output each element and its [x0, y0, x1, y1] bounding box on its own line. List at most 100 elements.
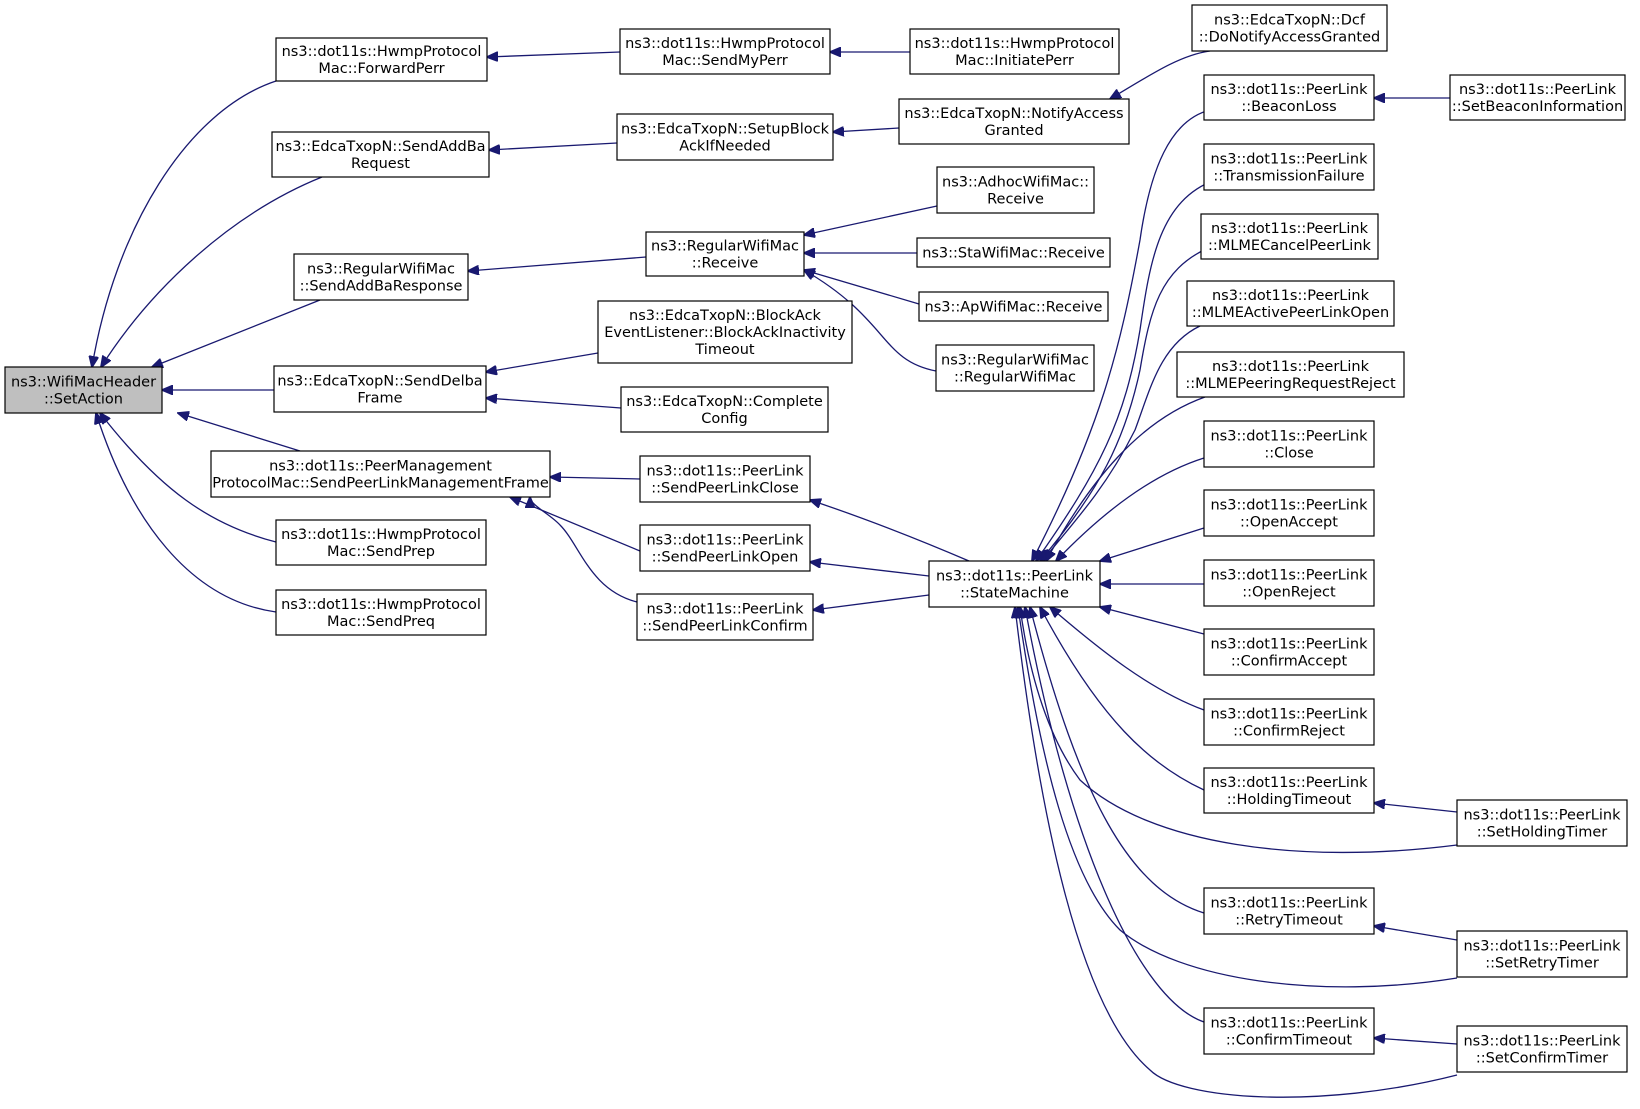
edge-n18-n10 — [804, 205, 938, 235]
node-label-line: ::OpenAccept — [1240, 515, 1338, 531]
node-label-line: ns3::dot11s::PeerLink — [1210, 1016, 1368, 1032]
graph-node-n27[interactable]: ns3::dot11s::PeerLink::MLMEActivePeerLin… — [1186, 280, 1395, 327]
node-label-line: ns3::RegularWifiMac — [941, 353, 1089, 369]
graph-node-n38[interactable]: ns3::dot11s::PeerLink::SetHoldingTimer — [1456, 799, 1628, 847]
graph-node-n24[interactable]: ns3::dot11s::PeerLink::BeaconLoss — [1203, 74, 1375, 121]
graph-node-n34[interactable]: ns3::dot11s::PeerLink::HoldingTimeout — [1203, 767, 1375, 814]
node-label-line: ::RegularWifiMac — [954, 370, 1076, 386]
edge-n22-n14 — [810, 562, 930, 577]
graph-node-n33[interactable]: ns3::dot11s::PeerLink::ConfirmReject — [1203, 698, 1375, 746]
node-box — [1203, 887, 1375, 935]
graph-node-n40[interactable]: ns3::dot11s::PeerLink::SetConfirmTimer — [1456, 1025, 1628, 1073]
graph-node-n30[interactable]: ns3::dot11s::PeerLink::OpenAccept — [1203, 489, 1375, 537]
node-label-line: ::SendPeerLinkConfirm — [642, 619, 807, 635]
node-box — [639, 524, 811, 572]
graph-node-n17[interactable]: ns3::EdcaTxopN::NotifyAccessGranted — [898, 98, 1130, 145]
node-box — [275, 519, 487, 566]
edge-n39-n22 — [1018, 607, 1458, 988]
graph-node-n14[interactable]: ns3::dot11s::PeerLink::SendPeerLinkOpen — [639, 524, 811, 572]
node-label-line: Mac::InitiatePerr — [955, 53, 1074, 69]
graph-node-n0[interactable]: ns3::WifiMacHeader::SetAction — [4, 366, 163, 414]
graph-node-n10[interactable]: ns3::RegularWifiMac::Receive — [645, 231, 805, 277]
edge-n27-n22 — [1042, 325, 1201, 561]
graph-node-n31[interactable]: ns3::dot11s::PeerLink::OpenReject — [1203, 559, 1375, 607]
graph-node-n29[interactable]: ns3::dot11s::PeerLink::Close — [1203, 420, 1375, 468]
edge-n24-n22 — [1032, 109, 1211, 561]
graph-node-n26[interactable]: ns3::dot11s::PeerLink::MLMECancelPeerLin… — [1200, 213, 1379, 260]
graph-node-n20[interactable]: ns3::ApWifiMac::Receive — [918, 291, 1109, 322]
node-label-line: ns3::AdhocWifiMac:: — [942, 175, 1089, 191]
graph-node-n21[interactable]: ns3::RegularWifiMac::RegularWifiMac — [935, 344, 1095, 392]
node-label-line: ::SetRetryTimer — [1485, 956, 1599, 972]
edge-n15-n5 — [530, 497, 638, 603]
node-label-line: EventListener::BlockAckInactivity — [604, 325, 846, 341]
node-box — [1203, 559, 1375, 607]
graph-node-n16[interactable]: ns3::dot11s::HwmpProtocolMac::InitiatePe… — [909, 28, 1120, 75]
node-box — [1456, 930, 1628, 978]
edge-n2-n0 — [101, 176, 323, 367]
node-box — [1456, 1025, 1628, 1073]
node-label-line: ns3::dot11s::PeerLink — [1212, 288, 1370, 304]
node-label-line: ns3::EdcaTxopN::SendDelba — [277, 374, 482, 390]
graph-node-n22[interactable]: ns3::dot11s::PeerLink::StateMachine — [928, 560, 1101, 608]
graph-node-n15[interactable]: ns3::dot11s::PeerLink::SendPeerLinkConfi… — [636, 593, 814, 641]
node-label-line: ns3::dot11s::HwmpProtocol — [625, 36, 825, 52]
node-label-line: ns3::dot11s::HwmpProtocol — [281, 597, 481, 613]
graph-node-n5[interactable]: ns3::dot11s::PeerManagementProtocolMac::… — [210, 450, 551, 498]
graph-node-n3[interactable]: ns3::RegularWifiMac::SendAddBaResponse — [293, 253, 469, 301]
edge-n22-n13 — [810, 500, 970, 562]
node-box — [1203, 74, 1375, 121]
edge-n21-n10 — [804, 270, 937, 372]
node-box — [1176, 351, 1405, 398]
graph-node-n37[interactable]: ns3::dot11s::PeerLink::SetBeaconInformat… — [1449, 74, 1626, 121]
edge-n23-n17 — [1110, 50, 1211, 99]
node-box — [936, 166, 1095, 214]
node-label-line: ns3::EdcaTxopN::SetupBlock — [621, 122, 830, 138]
graph-node-n36[interactable]: ns3::dot11s::PeerLink::ConfirmTimeout — [1203, 1007, 1375, 1055]
node-label-line: ns3::dot11s::PeerLink — [1459, 82, 1617, 98]
node-box — [273, 365, 487, 413]
graph-node-n13[interactable]: ns3::dot11s::PeerLink::SendPeerLinkClose — [639, 455, 811, 503]
node-label-line: ns3::dot11s::PeerLink — [1210, 568, 1368, 584]
edge-n9-n2 — [489, 142, 618, 150]
node-box — [1203, 420, 1375, 468]
edge-n13-n5 — [550, 477, 641, 479]
edge-n25-n22 — [1036, 179, 1216, 561]
node-label-line: ::RetryTimeout — [1235, 913, 1343, 929]
graph-node-n28[interactable]: ns3::dot11s::PeerLink::MLMEPeeringReques… — [1176, 351, 1405, 398]
node-label-line: ns3::dot11s::PeerLink — [1210, 896, 1368, 912]
node-box — [271, 131, 490, 178]
edge-n22-n15 — [813, 594, 930, 610]
edge-n3-n0 — [152, 299, 321, 367]
graph-node-n39[interactable]: ns3::dot11s::PeerLink::SetRetryTimer — [1456, 930, 1628, 978]
graph-node-n35[interactable]: ns3::dot11s::PeerLink::RetryTimeout — [1203, 887, 1375, 935]
graph-node-n11[interactable]: ns3::EdcaTxopN::BlockAckEventListener::B… — [597, 300, 853, 364]
node-label-line: ns3::RegularWifiMac — [651, 239, 799, 255]
node-label-line: ::OpenReject — [1242, 585, 1336, 601]
graph-node-n32[interactable]: ns3::dot11s::PeerLink::ConfirmAccept — [1203, 628, 1375, 676]
edge-n39-n35 — [1374, 926, 1458, 941]
node-label-line: Timeout — [694, 342, 755, 358]
graph-node-n23[interactable]: ns3::EdcaTxopN::Dcf::DoNotifyAccessGrant… — [1191, 4, 1388, 52]
node-label-line: Config — [701, 411, 748, 427]
node-box — [210, 450, 551, 498]
graph-node-n25[interactable]: ns3::dot11s::PeerLink::TransmissionFailu… — [1203, 143, 1375, 191]
graph-node-n19[interactable]: ns3::StaWifiMac::Receive — [916, 237, 1111, 268]
graph-node-n1[interactable]: ns3::dot11s::HwmpProtocolMac::ForwardPer… — [275, 37, 488, 82]
node-label-line: ns3::dot11s::HwmpProtocol — [282, 44, 482, 60]
edge-n12-n4 — [486, 398, 622, 409]
edge-n32-n22 — [1100, 607, 1205, 635]
edge-n17-n9 — [833, 128, 900, 132]
node-label-line: ::ConfirmTimeout — [1226, 1033, 1352, 1049]
edge-n29-n22 — [1056, 457, 1205, 561]
edge-n33-n22 — [1050, 607, 1205, 711]
node-box — [616, 113, 834, 161]
graph-node-n18[interactable]: ns3::AdhocWifiMac::Receive — [936, 166, 1095, 214]
